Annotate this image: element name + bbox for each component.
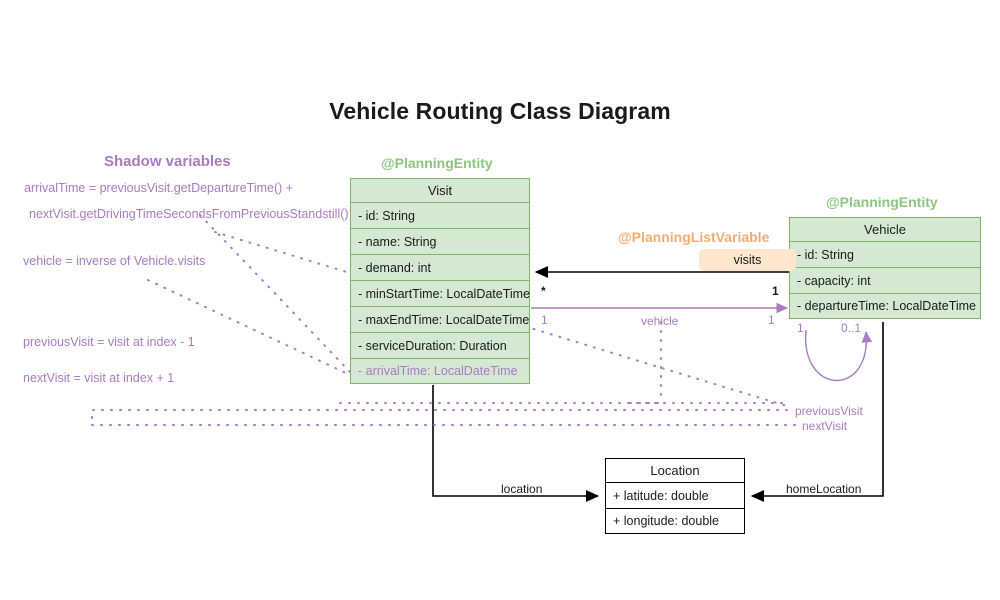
page-title: Vehicle Routing Class Diagram xyxy=(329,98,671,124)
visits-badge: visits xyxy=(699,249,796,271)
visit-stereotype: @PlanningEntity xyxy=(381,155,493,171)
shadow-formula-previous-visit: previousVisit = visit at index - 1 xyxy=(23,335,195,349)
edge-location xyxy=(432,385,600,502)
location-attribute-latitude: + latitude: double xyxy=(605,482,745,508)
visit-attribute-min-start-time: - minStartTime: LocalDateTime xyxy=(350,280,530,306)
visits-target-multiplicity: * xyxy=(541,284,546,298)
visits-source-multiplicity: 1 xyxy=(772,284,779,298)
next-visit-edge-label: nextVisit xyxy=(802,419,848,433)
vehicle-class-name: Vehicle xyxy=(789,217,981,241)
class-box-location[interactable]: Location + latitude: double + longitude:… xyxy=(605,458,745,534)
location-class-name: Location xyxy=(605,458,745,482)
shadow-formula-vehicle: vehicle = inverse of Vehicle.visits xyxy=(23,254,206,268)
location-attribute-longitude: + longitude: double xyxy=(605,508,745,534)
visit-attribute-arrival-time: - arrivalTime: LocalDateTime xyxy=(350,358,530,384)
class-box-visit[interactable]: Visit - id: String - name: String - dema… xyxy=(350,178,530,384)
visit-attribute-max-end-time: - maxEndTime: LocalDateTime xyxy=(350,306,530,332)
shadow-formula-arrival-time-2: nextVisit.getDrivingTimeSecondsFromPrevi… xyxy=(29,207,349,221)
shadow-formula-arrival-time-1: arrivalTime = previousVisit.getDeparture… xyxy=(24,181,294,195)
edge-vehicle-self-loop xyxy=(805,329,873,382)
home-location-edge-label: homeLocation xyxy=(786,482,862,496)
vehicle-target-multiplicity: 1 xyxy=(768,313,775,327)
vehicle-self-loop-target-multiplicity: 0..1 xyxy=(841,321,862,335)
vehicle-attribute-departure-time: - departureTime: LocalDateTime xyxy=(789,293,981,319)
visit-attribute-id: - id: String xyxy=(350,202,530,228)
visit-attribute-demand: - demand: int xyxy=(350,254,530,280)
visit-attribute-name: - name: String xyxy=(350,228,530,254)
visit-attribute-service-duration: - serviceDuration: Duration xyxy=(350,332,530,358)
location-edge-label: location xyxy=(501,482,543,496)
shadow-link-arrival-time xyxy=(199,214,351,373)
vehicle-source-multiplicity: 1 xyxy=(541,313,548,327)
previous-visit-edge-label: previousVisit xyxy=(795,404,863,418)
planning-list-variable-stereotype: @PlanningListVariable xyxy=(618,229,770,245)
vehicle-attribute-id: - id: String xyxy=(789,241,981,267)
class-box-vehicle[interactable]: Vehicle - id: String - capacity: int - d… xyxy=(789,217,981,319)
shadow-variables-heading: Shadow variables xyxy=(104,153,231,170)
vehicle-stereotype: @PlanningEntity xyxy=(826,194,938,210)
shadow-formula-next-visit: nextVisit = visit at index + 1 xyxy=(23,371,175,385)
vehicle-edge-label: vehicle xyxy=(641,314,679,328)
vehicle-attribute-capacity: - capacity: int xyxy=(789,267,981,293)
visit-class-name: Visit xyxy=(350,178,530,202)
shadow-link-previous-visit xyxy=(91,409,791,419)
vehicle-left-multiplicity: 1 xyxy=(797,321,804,335)
